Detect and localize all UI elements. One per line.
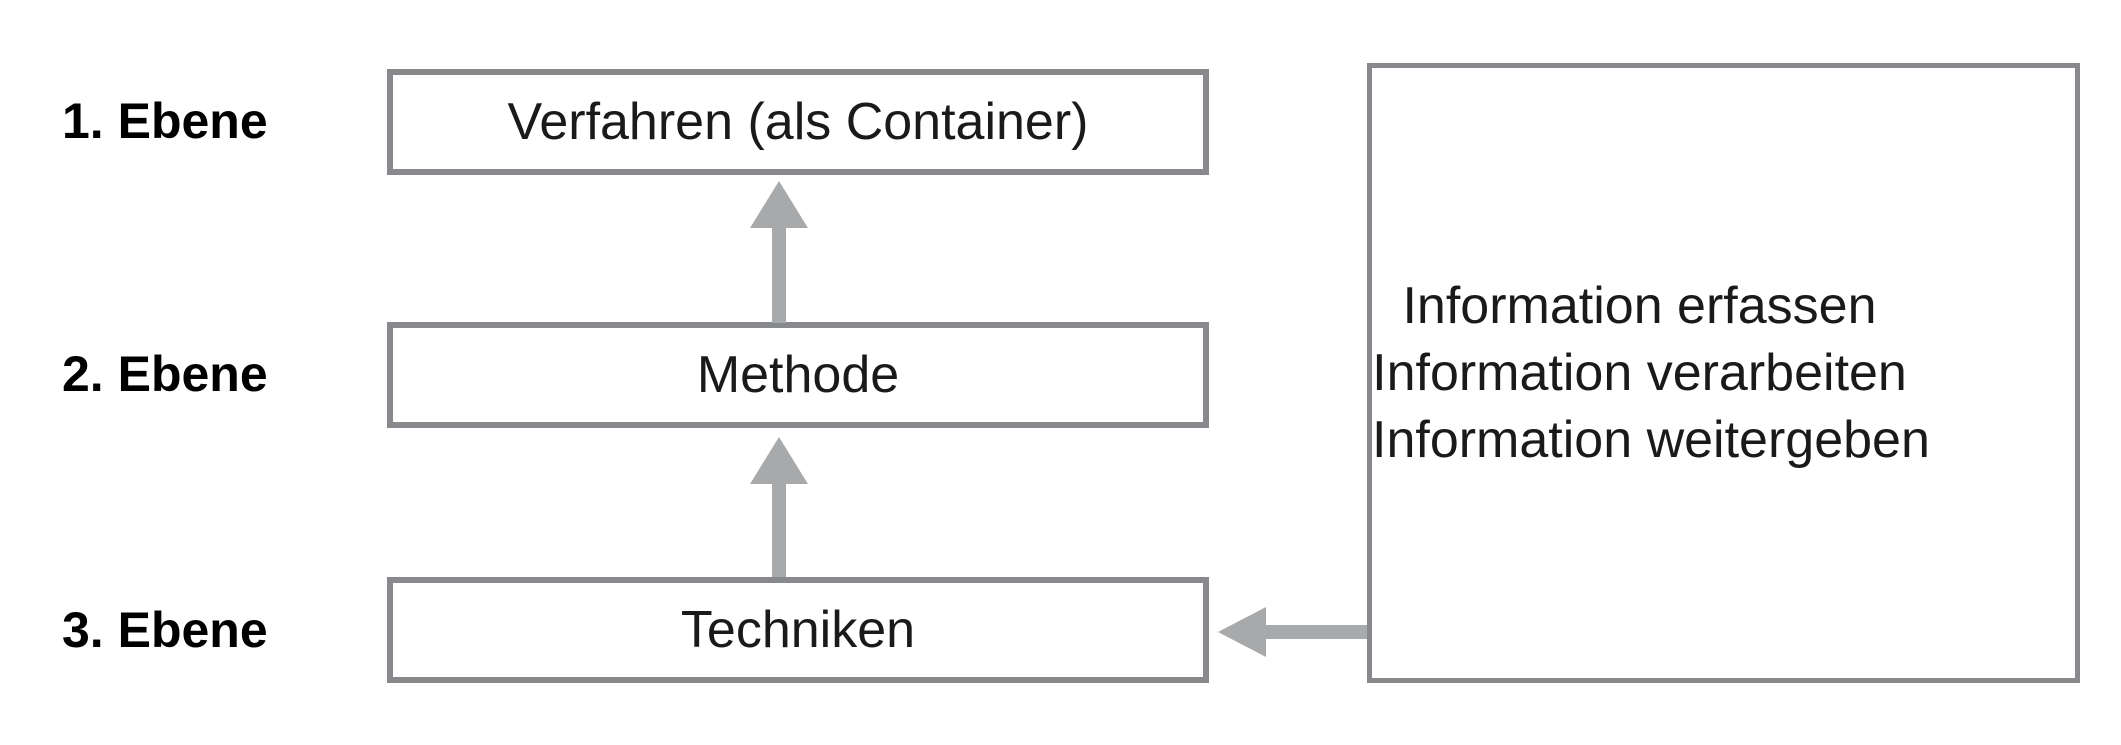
information-line-3: Information weitergeben (1372, 410, 1930, 469)
information-line-2: Information verarbeiten (1372, 343, 1907, 402)
verfahren-box-label: Verfahren (als Container) (507, 93, 1089, 151)
arrow-up-techniken-to-methode (750, 437, 808, 577)
methode-box: Methode (387, 322, 1209, 428)
information-line-1: Information erfassen (1402, 276, 1877, 335)
level-2-label: 2. Ebene (62, 346, 268, 402)
verfahren-box: Verfahren (als Container) (387, 69, 1209, 175)
techniken-box-label: Techniken (680, 601, 916, 659)
methode-box-label: Methode (696, 346, 900, 404)
arrow-left-infobox-to-techniken (1218, 607, 1367, 657)
techniken-box: Techniken (387, 577, 1209, 683)
arrow-up-methode-to-verfahren (750, 181, 808, 323)
information-box: Information erfassen Information verarbe… (1367, 63, 2080, 683)
level-3-label: 3. Ebene (62, 602, 268, 658)
level-1-label: 1. Ebene (62, 93, 268, 149)
